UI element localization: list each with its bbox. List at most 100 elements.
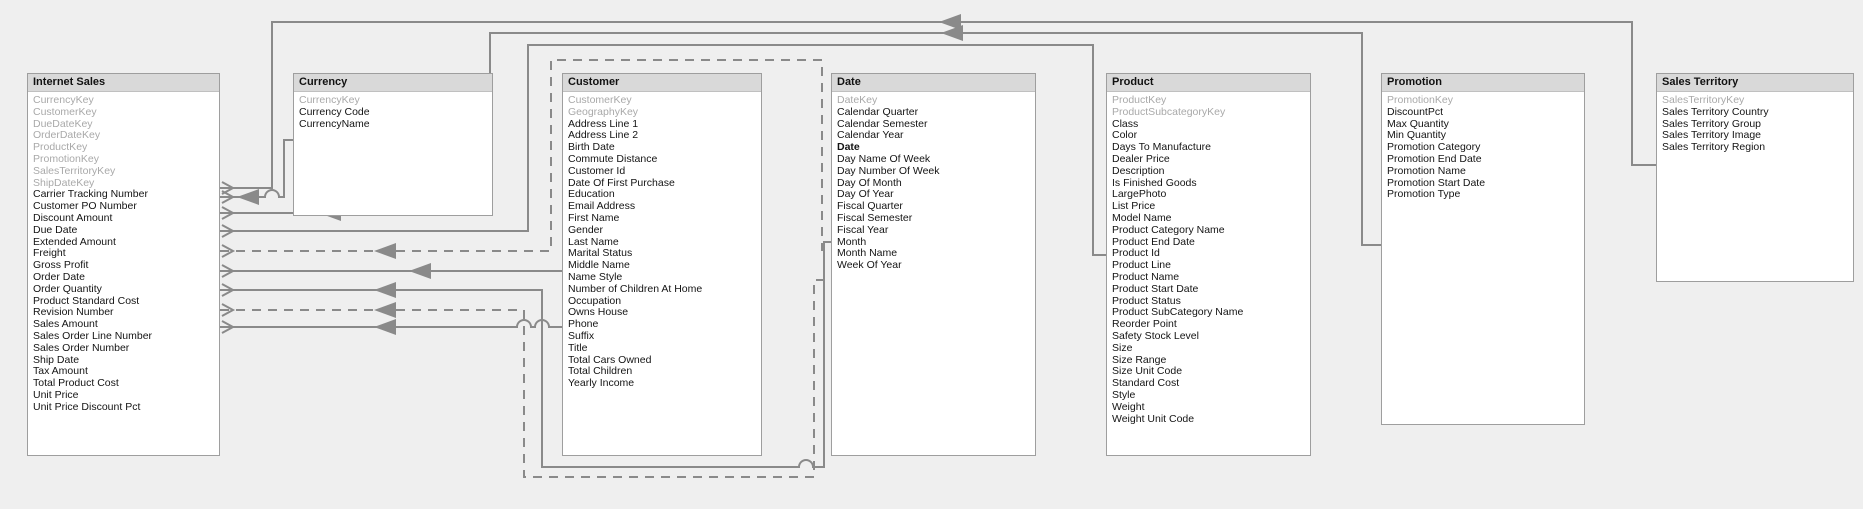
field-address-line-2[interactable]: Address Line 2 [568, 130, 756, 142]
field-gender[interactable]: Gender [568, 225, 756, 237]
field-sales-territory-country[interactable]: Sales Territory Country [1662, 107, 1848, 119]
field-currencykey[interactable]: CurrencyKey [33, 95, 214, 107]
field-owns-house[interactable]: Owns House [568, 307, 756, 319]
field-discountpct[interactable]: DiscountPct [1387, 107, 1579, 119]
field-product-subcategory-name[interactable]: Product SubCategory Name [1112, 307, 1305, 319]
field-style[interactable]: Style [1112, 390, 1305, 402]
field-product-end-date[interactable]: Product End Date [1112, 237, 1305, 249]
field-currency-code[interactable]: Currency Code [299, 107, 487, 119]
table-header[interactable]: Date [832, 74, 1035, 92]
field-customerkey[interactable]: CustomerKey [33, 107, 214, 119]
field-promotion-name[interactable]: Promotion Name [1387, 166, 1579, 178]
field-freight[interactable]: Freight [33, 248, 214, 260]
field-promotionkey[interactable]: PromotionKey [33, 154, 214, 166]
field-class[interactable]: Class [1112, 119, 1305, 131]
field-phone[interactable]: Phone [568, 319, 756, 331]
field-day-of-year[interactable]: Day Of Year [837, 189, 1030, 201]
field-month-name[interactable]: Month Name [837, 248, 1030, 260]
field-education[interactable]: Education [568, 189, 756, 201]
field-sales-territory-group[interactable]: Sales Territory Group [1662, 119, 1848, 131]
field-customerkey[interactable]: CustomerKey [568, 95, 756, 107]
field-unit-price[interactable]: Unit Price [33, 390, 214, 402]
field-list-price[interactable]: List Price [1112, 201, 1305, 213]
field-birth-date[interactable]: Birth Date [568, 142, 756, 154]
field-number-of-children-at-home[interactable]: Number of Children At Home [568, 284, 756, 296]
table-header[interactable]: Customer [563, 74, 761, 92]
field-due-date[interactable]: Due Date [33, 225, 214, 237]
field-month[interactable]: Month [837, 237, 1030, 249]
field-product-line[interactable]: Product Line [1112, 260, 1305, 272]
field-day-of-month[interactable]: Day Of Month [837, 178, 1030, 190]
field-size[interactable]: Size [1112, 343, 1305, 355]
field-total-cars-owned[interactable]: Total Cars Owned [568, 355, 756, 367]
field-calendar-quarter[interactable]: Calendar Quarter [837, 107, 1030, 119]
field-date[interactable]: Date [837, 142, 1030, 154]
table-promotion[interactable]: PromotionPromotionKeyDiscountPctMax Quan… [1381, 73, 1585, 425]
field-suffix[interactable]: Suffix [568, 331, 756, 343]
field-promotion-category[interactable]: Promotion Category [1387, 142, 1579, 154]
field-customer-po-number[interactable]: Customer PO Number [33, 201, 214, 213]
field-address-line-1[interactable]: Address Line 1 [568, 119, 756, 131]
field-day-name-of-week[interactable]: Day Name Of Week [837, 154, 1030, 166]
field-geographykey[interactable]: GeographyKey [568, 107, 756, 119]
field-fiscal-quarter[interactable]: Fiscal Quarter [837, 201, 1030, 213]
field-order-date[interactable]: Order Date [33, 272, 214, 284]
field-calendar-semester[interactable]: Calendar Semester [837, 119, 1030, 131]
field-currencyname[interactable]: CurrencyName [299, 119, 487, 131]
field-sales-territory-image[interactable]: Sales Territory Image [1662, 130, 1848, 142]
field-sales-amount[interactable]: Sales Amount [33, 319, 214, 331]
field-promotion-end-date[interactable]: Promotion End Date [1387, 154, 1579, 166]
field-last-name[interactable]: Last Name [568, 237, 756, 249]
field-sales-order-number[interactable]: Sales Order Number [33, 343, 214, 355]
field-gross-profit[interactable]: Gross Profit [33, 260, 214, 272]
field-name-style[interactable]: Name Style [568, 272, 756, 284]
field-commute-distance[interactable]: Commute Distance [568, 154, 756, 166]
table-header[interactable]: Internet Sales [28, 74, 219, 92]
table-internet-sales[interactable]: Internet SalesCurrencyKeyCustomerKeyDueD… [27, 73, 220, 456]
table-header[interactable]: Currency [294, 74, 492, 92]
field-total-product-cost[interactable]: Total Product Cost [33, 378, 214, 390]
field-day-number-of-week[interactable]: Day Number Of Week [837, 166, 1030, 178]
field-is-finished-goods[interactable]: Is Finished Goods [1112, 178, 1305, 190]
field-ship-date[interactable]: Ship Date [33, 355, 214, 367]
field-tax-amount[interactable]: Tax Amount [33, 366, 214, 378]
field-extended-amount[interactable]: Extended Amount [33, 237, 214, 249]
table-customer[interactable]: CustomerCustomerKeyGeographyKeyAddress L… [562, 73, 762, 456]
field-standard-cost[interactable]: Standard Cost [1112, 378, 1305, 390]
field-weight-unit-code[interactable]: Weight Unit Code [1112, 414, 1305, 426]
field-weight[interactable]: Weight [1112, 402, 1305, 414]
field-revision-number[interactable]: Revision Number [33, 307, 214, 319]
relationship-internet-sales-customer-upper[interactable] [220, 263, 562, 279]
field-orderdatekey[interactable]: OrderDateKey [33, 130, 214, 142]
field-marital-status[interactable]: Marital Status [568, 248, 756, 260]
field-safety-stock-level[interactable]: Safety Stock Level [1112, 331, 1305, 343]
field-promotion-type[interactable]: Promotion Type [1387, 189, 1579, 201]
field-week-of-year[interactable]: Week Of Year [837, 260, 1030, 272]
field-product-category-name[interactable]: Product Category Name [1112, 225, 1305, 237]
field-fiscal-year[interactable]: Fiscal Year [837, 225, 1030, 237]
field-promotionkey[interactable]: PromotionKey [1387, 95, 1579, 107]
field-email-address[interactable]: Email Address [568, 201, 756, 213]
field-productkey[interactable]: ProductKey [1112, 95, 1305, 107]
field-salesterritorykey[interactable]: SalesTerritoryKey [1662, 95, 1848, 107]
field-size-unit-code[interactable]: Size Unit Code [1112, 366, 1305, 378]
field-unit-price-discount-pct[interactable]: Unit Price Discount Pct [33, 402, 214, 414]
field-salesterritorykey[interactable]: SalesTerritoryKey [33, 166, 214, 178]
field-description[interactable]: Description [1112, 166, 1305, 178]
field-title[interactable]: Title [568, 343, 756, 355]
field-promotion-start-date[interactable]: Promotion Start Date [1387, 178, 1579, 190]
field-color[interactable]: Color [1112, 130, 1305, 142]
field-datekey[interactable]: DateKey [837, 95, 1030, 107]
field-carrier-tracking-number[interactable]: Carrier Tracking Number [33, 189, 214, 201]
field-product-name[interactable]: Product Name [1112, 272, 1305, 284]
field-product-standard-cost[interactable]: Product Standard Cost [33, 296, 214, 308]
field-sales-territory-region[interactable]: Sales Territory Region [1662, 142, 1848, 154]
field-currencykey[interactable]: CurrencyKey [299, 95, 487, 107]
table-header[interactable]: Promotion [1382, 74, 1584, 92]
field-date-of-first-purchase[interactable]: Date Of First Purchase [568, 178, 756, 190]
field-productkey[interactable]: ProductKey [33, 142, 214, 154]
field-order-quantity[interactable]: Order Quantity [33, 284, 214, 296]
field-discount-amount[interactable]: Discount Amount [33, 213, 214, 225]
field-dealer-price[interactable]: Dealer Price [1112, 154, 1305, 166]
field-max-quantity[interactable]: Max Quantity [1387, 119, 1579, 131]
